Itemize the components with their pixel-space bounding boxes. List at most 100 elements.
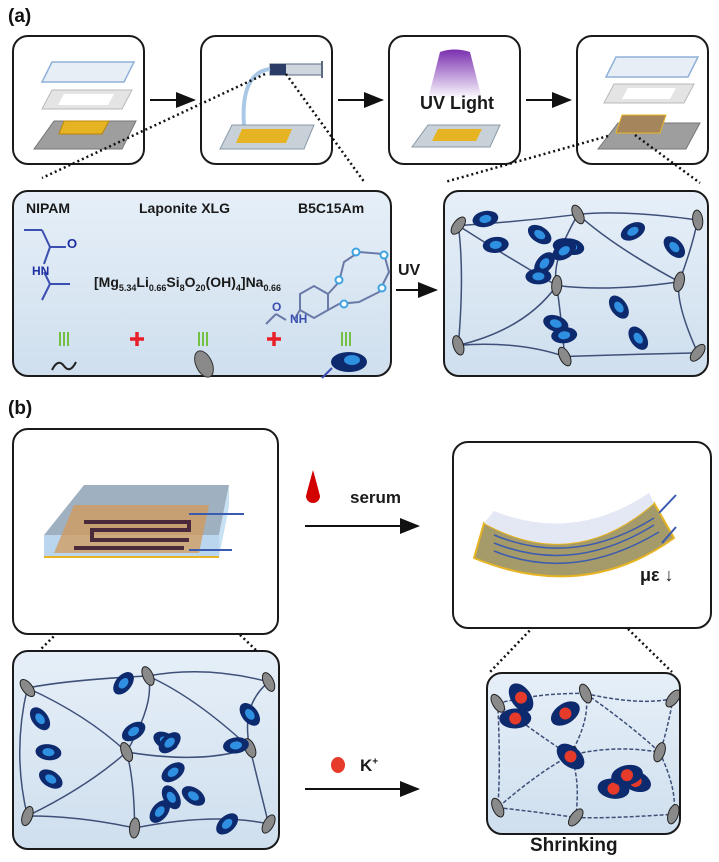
crown-ether-cluster	[223, 737, 249, 754]
polymer-chain	[457, 225, 463, 346]
crown-ether-oxygens	[334, 247, 389, 309]
laponite-crosslinker	[571, 204, 585, 225]
laponite-crosslinker	[261, 814, 276, 834]
b5c15am-structure	[265, 250, 391, 325]
hydrogel-network-b	[12, 650, 280, 850]
bound-potassium-ion	[559, 707, 572, 720]
network-illustration	[450, 204, 706, 367]
crown-cluster-icon	[321, 352, 367, 379]
crown-ether-cluster	[499, 708, 532, 729]
laponite-crosslinker	[692, 209, 704, 231]
laponite-crosslinker	[557, 346, 572, 367]
polymer-chain	[18, 687, 29, 817]
crown-ether-cluster	[239, 703, 261, 726]
shrinking-caption: Shrinking	[530, 835, 618, 856]
crown-ether-cluster	[608, 295, 629, 319]
polymer-chain	[27, 687, 128, 753]
laponite-crosslinker	[450, 216, 466, 235]
laponite-crosslinker	[665, 689, 679, 708]
crown-ether-cluster	[552, 241, 577, 261]
laponite-crosslinker	[21, 805, 34, 827]
laponite-crosslinker	[567, 808, 584, 827]
components-box: NIPAM Laponite XLG B5C15Am	[12, 190, 392, 379]
polymer-chain	[458, 285, 558, 347]
crown-ether-cluster	[508, 683, 534, 712]
serum-drop-icon	[306, 470, 320, 503]
network-illustration	[18, 666, 276, 839]
polymer-chain	[564, 352, 698, 358]
polymer-chain	[658, 751, 676, 815]
hydrogel-network-shrunk	[486, 672, 681, 835]
crown-ether-cluster	[149, 800, 170, 823]
polymer-chain	[249, 747, 270, 825]
nipam-hn: HN	[32, 264, 50, 278]
polymer-chain	[147, 671, 269, 683]
uv-lamp-icon	[411, 49, 501, 148]
nipam-oxygen: O	[67, 236, 78, 251]
step-assembled-device	[576, 35, 709, 165]
crown-ether-cluster	[121, 721, 146, 742]
polymer-chain	[125, 751, 136, 829]
laponite-disc-icon	[194, 350, 214, 378]
laponite-crosslinker	[551, 275, 563, 296]
laponite-crosslinker	[578, 683, 593, 704]
crown-ether-cluster	[620, 222, 646, 241]
crown-ether-cluster	[181, 786, 206, 806]
polymer-chain	[677, 281, 699, 354]
uv-reaction-label: UV	[398, 262, 421, 279]
laponite-crosslinker	[452, 335, 465, 356]
polymer-chain	[458, 213, 579, 227]
polymer-chain-icon	[51, 361, 77, 371]
uv-light-label: UV Light	[420, 93, 494, 113]
crown-ether-cluster	[663, 236, 686, 258]
potassium-ion-icon	[331, 757, 345, 773]
step-uv-curing: UV Light	[388, 35, 521, 165]
sensor-flat-box	[12, 428, 279, 635]
polymer-chain	[27, 815, 135, 829]
nipam-label: NIPAM	[26, 200, 71, 216]
crown-ether-cluster	[551, 327, 578, 344]
crown-ether-cluster	[525, 268, 552, 285]
bound-potassium-ion	[515, 691, 528, 704]
laponite-formula: [Mg5.34Li0.66Si8O20(OH)4]Na0.66	[94, 274, 281, 293]
flat-strain-sensor-icon	[44, 485, 244, 558]
panel-b-label: (b)	[8, 398, 33, 419]
bent-strain-sensor-icon	[472, 493, 677, 578]
polymer-chain	[556, 281, 680, 289]
syringe-icon	[219, 61, 323, 150]
b5c15am-nh: NH	[290, 312, 308, 326]
polymer-chain	[27, 751, 128, 817]
laponite-label: Laponite XLG	[139, 200, 230, 216]
hydrogel-network-a	[443, 190, 709, 377]
crown-ether-cluster	[527, 224, 552, 245]
equiv-markers	[59, 332, 351, 346]
crown-ether-cluster	[158, 732, 181, 754]
assembled-layers-icon	[596, 56, 701, 150]
bound-potassium-ion	[509, 712, 522, 725]
laponite-crosslinker	[653, 742, 666, 763]
bound-potassium-ion	[621, 769, 634, 782]
polymer-chain	[585, 692, 674, 703]
laponite-crosslinker	[689, 343, 706, 362]
step-exploded-device	[12, 35, 145, 165]
crown-ether-cluster	[38, 769, 63, 789]
crown-ether-cluster	[161, 785, 181, 810]
nipam-structure	[24, 229, 70, 301]
crown-ether-cluster	[628, 326, 649, 350]
polymer-chain	[497, 692, 586, 705]
shrunk-network-illustration	[490, 683, 679, 827]
laponite-crosslinker	[141, 666, 155, 686]
b5c15am-label: B5C15Am	[298, 200, 365, 216]
crown-ether-cluster	[35, 744, 62, 761]
polymer-chain	[134, 818, 269, 829]
polymer-chain	[497, 754, 571, 809]
crown-ether-cluster	[556, 743, 585, 770]
step-syringe-injection	[200, 35, 333, 165]
laponite-crosslinker	[19, 678, 36, 698]
laponite-crosslinker	[120, 742, 134, 762]
laponite-crosslinker	[673, 271, 685, 293]
serum-label: serum	[350, 488, 402, 507]
laponite-crosslinker	[490, 693, 505, 713]
polymer-chain	[147, 675, 251, 749]
molecule-structures	[24, 229, 391, 379]
